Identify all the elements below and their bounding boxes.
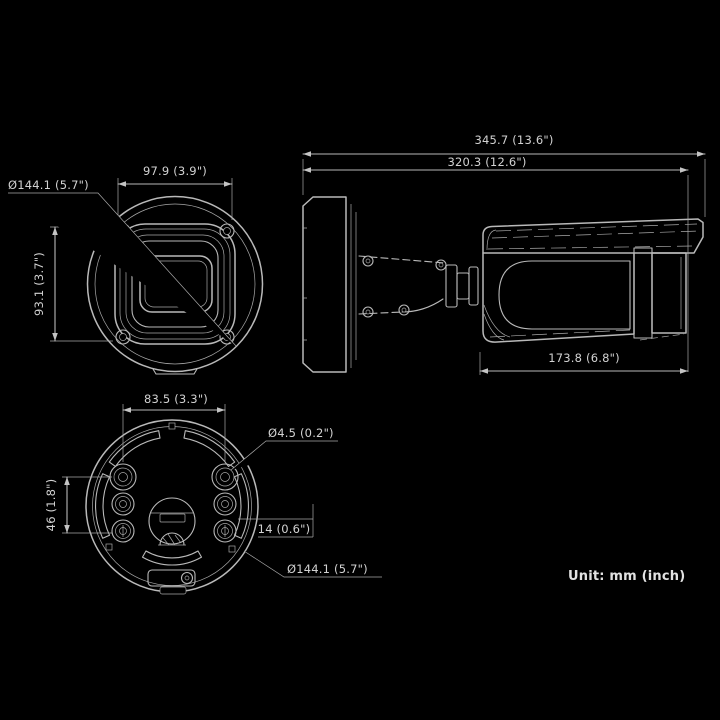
unit-note: Unit: mm (inch) [568, 569, 685, 584]
side-bracket-arm [358, 255, 447, 318]
front-lens-window [139, 255, 213, 313]
bottom-offset-dimension: 14 (0.6") [238, 504, 314, 538]
side-body-length-label: 173.8 (6.8") [548, 351, 620, 365]
bottom-hole-span-label: 83.5 (3.3") [144, 392, 208, 406]
bottom-screw-holes [109, 463, 239, 543]
side-front-bezel [633, 247, 653, 339]
side-mount-length-label: 320.3 (12.6") [447, 155, 526, 169]
side-hinge-joint [445, 264, 479, 308]
front-diameter-label: Ø144.1 (5.7") [8, 178, 89, 192]
front-view: 97.9 (3.9") 93.1 (3.7") Ø144.1 (5.7") [8, 164, 264, 375]
bottom-cable-port [148, 497, 196, 546]
side-body-outline [482, 252, 635, 343]
side-base-plate [302, 196, 347, 373]
side-total-length-label: 345.7 (13.6") [474, 133, 553, 147]
front-height-dimension: 93.1 (3.7") [32, 226, 113, 342]
bottom-vertical-span-label: 46 (1.8") [44, 479, 58, 532]
front-diameter-leader: Ø144.1 (5.7") [8, 178, 237, 347]
side-body-window [498, 260, 631, 330]
bottom-mold-marks [105, 422, 236, 553]
front-height-label: 93.1 (3.7") [32, 252, 46, 316]
front-width-dimension: 97.9 (3.9") [117, 164, 233, 220]
bottom-connector [147, 569, 196, 595]
bottom-base-diameter-label: Ø144.1 (5.7") [287, 562, 368, 576]
side-sunshade [482, 218, 704, 254]
side-body-length-dimension: 173.8 (6.8") [479, 351, 689, 375]
front-sunshade-inset-3 [131, 240, 219, 328]
bottom-offset-label: 14 (0.6") [258, 522, 311, 536]
front-bottom-tab [152, 368, 198, 375]
front-outer-circle [86, 195, 264, 373]
side-mount-length-dimension: 320.3 (12.6") [302, 155, 689, 372]
bottom-hole-diameter-leader: Ø4.5 (0.2") [230, 426, 338, 471]
bottom-view: 83.5 (3.3") Ø4.5 (0.2") 46 (1.8") 14 (0.… [44, 392, 382, 595]
bottom-base-diameter-leader: Ø144.1 (5.7") [243, 550, 382, 578]
side-view: 345.7 (13.6") 320.3 (12.6") 173.8 (6.8") [302, 133, 706, 375]
bottom-vertical-span-dimension: 46 (1.8") [44, 476, 112, 534]
bottom-hole-diameter-label: Ø4.5 (0.2") [268, 426, 334, 440]
side-total-length-dimension: 345.7 (13.6") [302, 133, 706, 217]
bottom-hole-span-dimension: 83.5 (3.3") [122, 392, 226, 462]
side-front-cap [651, 252, 687, 334]
front-sunshade-outline [114, 223, 236, 345]
side-camera-body [482, 218, 704, 343]
front-width-label: 97.9 (3.9") [143, 164, 207, 178]
